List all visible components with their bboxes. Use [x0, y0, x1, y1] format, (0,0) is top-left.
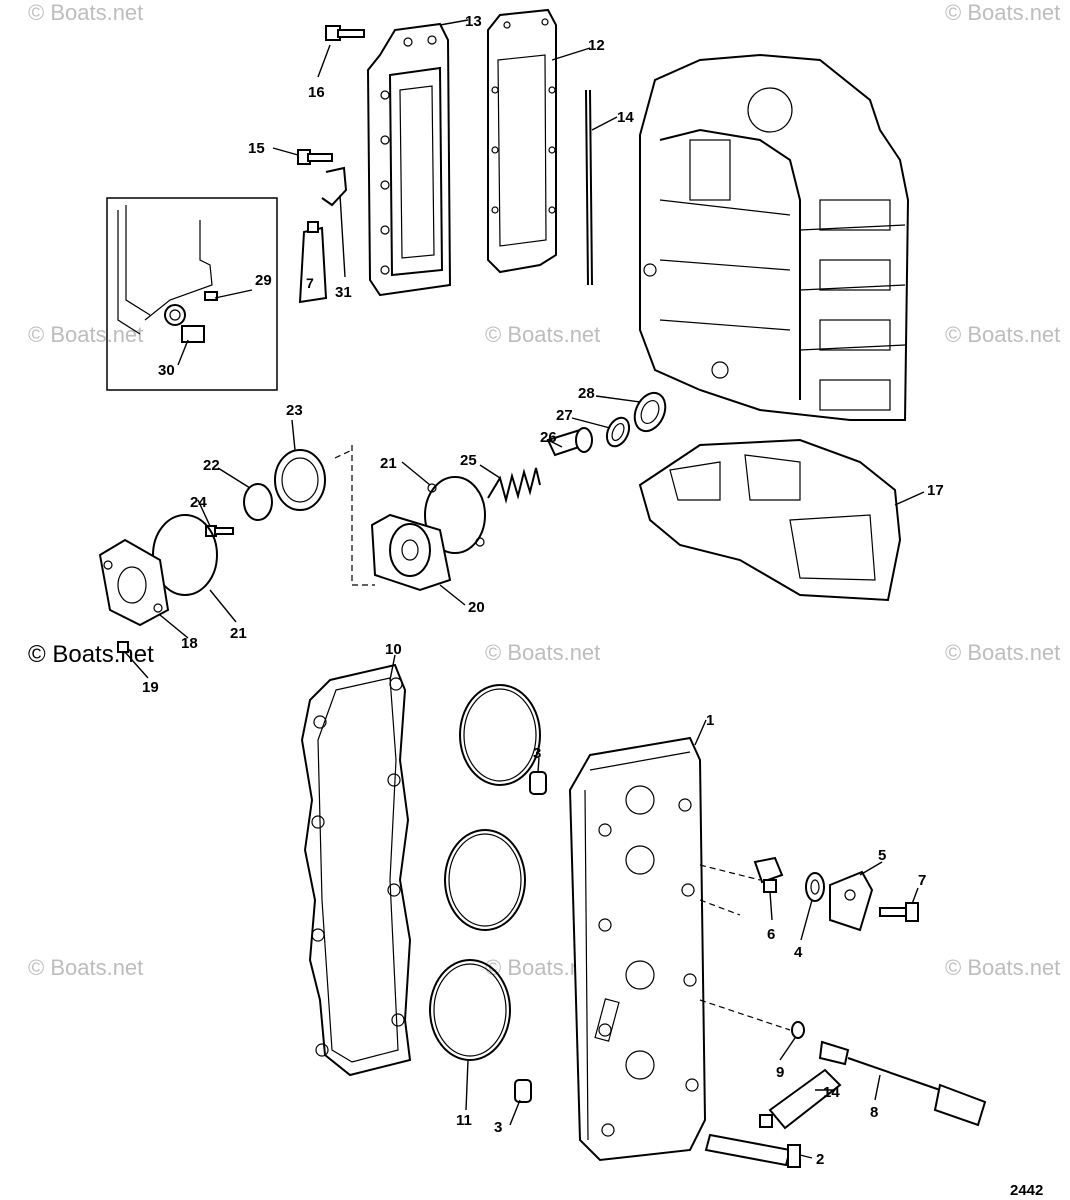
part-11-o-rings	[429, 684, 541, 1061]
part-7-sealant-tube: 7	[298, 221, 328, 304]
alignment-line	[334, 445, 375, 586]
watermark-text: © Boats.net	[485, 640, 600, 665]
figure-number: 2442	[1010, 1182, 1043, 1199]
callout-24: 24	[190, 494, 207, 511]
part-6-fitting	[753, 856, 784, 893]
part-13-cover-plate	[366, 22, 452, 297]
callout-8: 8	[870, 1104, 878, 1121]
callout-30: 30	[158, 362, 175, 379]
inset-detail-box	[106, 197, 278, 391]
callout-3: 3	[533, 745, 541, 762]
callout-18: 18	[181, 635, 198, 652]
callout-29: 29	[255, 272, 272, 289]
callout-19: 19	[142, 679, 159, 696]
callout-14: 14	[617, 109, 634, 126]
part-14-sealant-tube	[759, 1068, 842, 1130]
part-16-bolt	[325, 25, 365, 41]
part-23-diaphragm	[274, 449, 326, 511]
part-19-screw	[117, 641, 129, 653]
watermark-text: © Boats.net	[28, 955, 143, 980]
callout-leaders	[124, 19, 925, 1159]
callout-31: 31	[335, 284, 352, 301]
part-27-ring	[605, 416, 631, 448]
callout-14-lower: 14	[823, 1084, 840, 1101]
watermark-text: © Boats.net	[28, 0, 143, 25]
callout-13: 13	[465, 13, 482, 30]
callout-23: 23	[286, 402, 303, 419]
callout-21: 21	[380, 455, 397, 472]
part-14-hose	[585, 89, 593, 286]
callout-22: 22	[203, 457, 220, 474]
part-22-washer	[243, 483, 273, 521]
callout-numbers: 13 12 14 15 16 31 29 30 17 28 27 26 25 2…	[142, 13, 1043, 1199]
part-25-spring	[487, 467, 541, 504]
callout-3-lower: 3	[494, 1119, 502, 1136]
callout-5: 5	[878, 847, 886, 864]
part-4-seal	[805, 872, 825, 902]
alignment-line	[699, 864, 791, 1031]
callout-28: 28	[578, 385, 595, 402]
part-1-cylinder-head	[568, 736, 707, 1162]
callout-15: 15	[248, 140, 265, 157]
callout-16: 16	[308, 84, 325, 101]
part-12-gasket	[487, 8, 557, 274]
callout-2: 2	[816, 1151, 824, 1168]
part-5-housing	[829, 870, 874, 932]
watermark-text: © Boats.net	[485, 322, 600, 347]
part-17-gasket	[638, 438, 902, 602]
callout-27: 27	[556, 407, 573, 424]
watermark-text-dark: © Boats.net	[28, 641, 154, 668]
watermark-text: © Boats.net	[945, 322, 1060, 347]
callout-9: 9	[776, 1064, 784, 1081]
callout-12: 12	[588, 37, 605, 54]
callout-10: 10	[385, 641, 402, 658]
callout-21-left: 21	[230, 625, 247, 642]
part-20-housing	[370, 513, 452, 592]
watermark-text: © Boats.net	[28, 322, 143, 347]
callout-17: 17	[927, 482, 944, 499]
part-26-valve	[546, 427, 593, 457]
callout-7: 7	[918, 872, 926, 889]
part-28-seal	[633, 391, 667, 433]
powerhead-block	[639, 53, 910, 421]
part-3-dowel-pin	[514, 771, 547, 1103]
part-7-bolt	[879, 902, 919, 922]
part-18-cover	[98, 538, 170, 627]
part-8-sensor	[818, 1040, 987, 1127]
watermark-text: © Boats.net	[945, 0, 1060, 25]
callout-25: 25	[460, 452, 477, 469]
watermarks: © Boats.net © Boats.net © Boats.net © Bo…	[28, 0, 1060, 980]
part-21-gasket	[424, 476, 486, 554]
part-15-bolt	[297, 149, 333, 165]
callout-6: 6	[767, 926, 775, 943]
tube-label: 7	[306, 275, 314, 291]
callout-11: 11	[456, 1112, 472, 1129]
part-9-o-ring	[791, 1021, 805, 1039]
callout-26: 26	[540, 429, 557, 446]
callout-4: 4	[794, 944, 803, 961]
part-31-clamp	[321, 166, 348, 207]
watermark-text: © Boats.net	[945, 640, 1060, 665]
callout-20: 20	[468, 599, 485, 616]
watermark-text: © Boats.net	[945, 955, 1060, 980]
callout-1: 1	[706, 712, 714, 729]
part-10-gasket	[300, 663, 412, 1077]
part-2-bolt	[704, 1133, 801, 1168]
